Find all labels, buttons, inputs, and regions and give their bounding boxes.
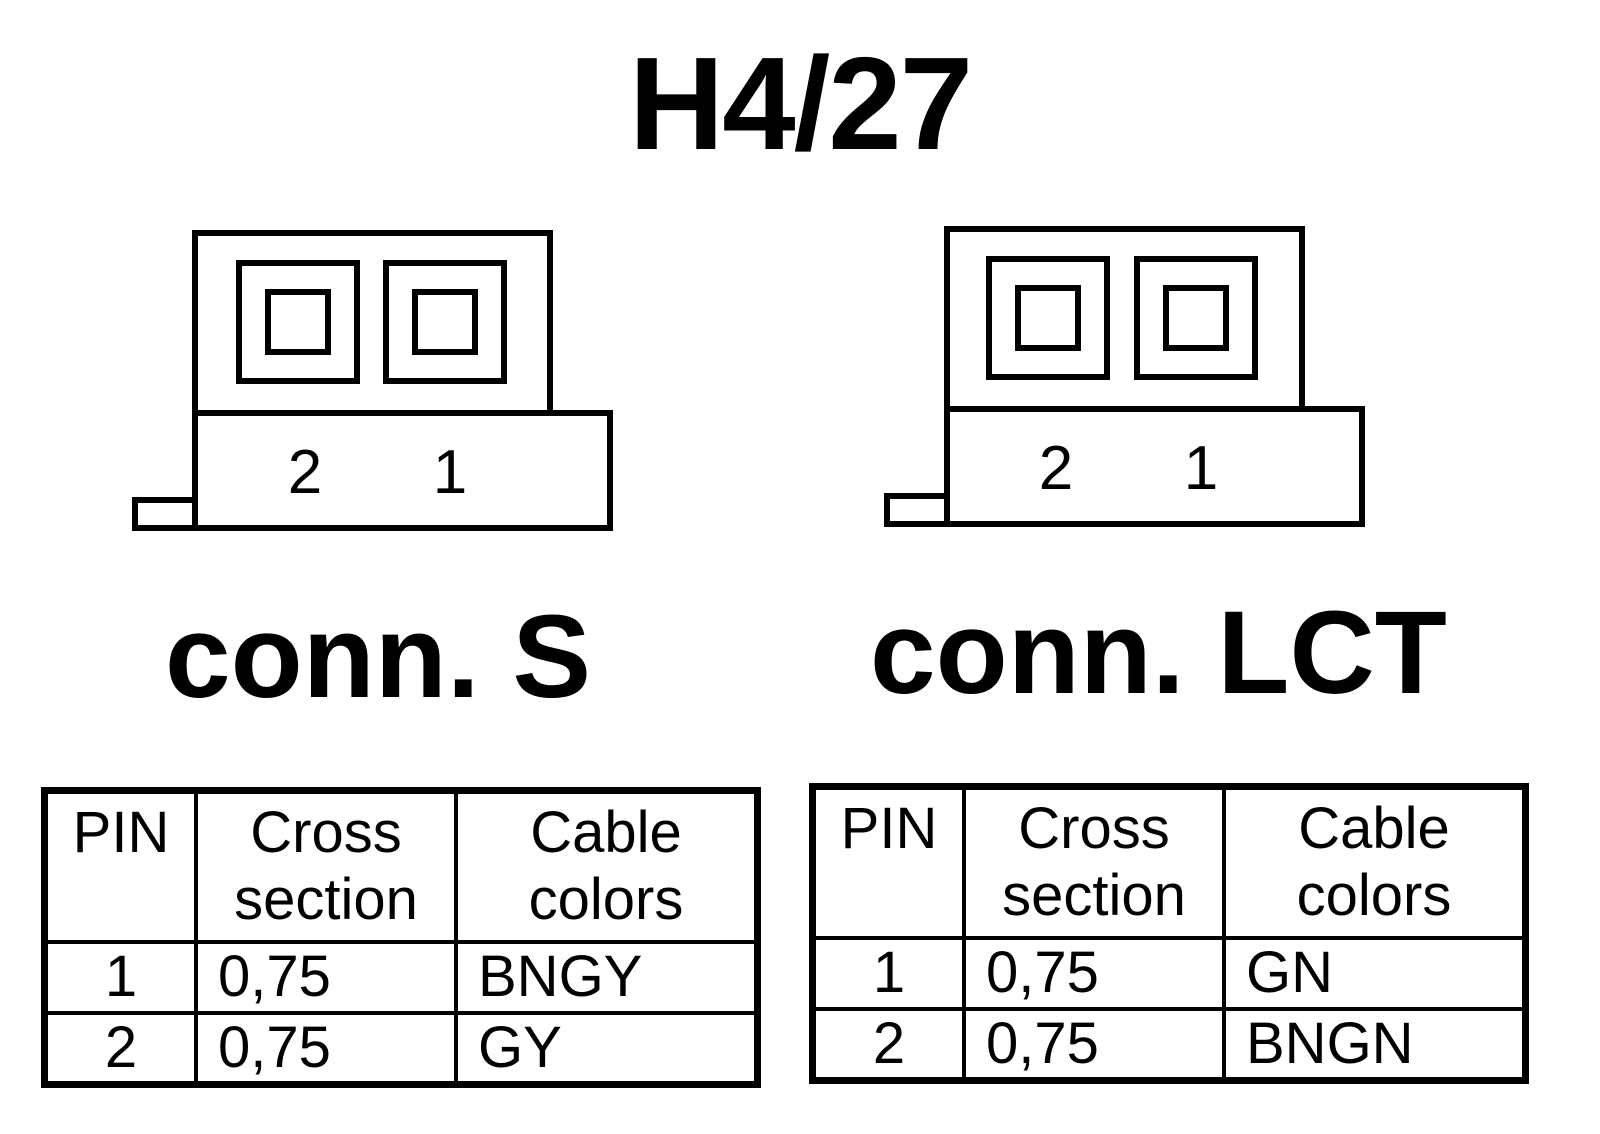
- connector-s-drawing: 2 1: [132, 230, 613, 531]
- connector-s-pin-table: PIN Cross section Cable colors 1 0,75 BN…: [41, 787, 761, 1089]
- cell-pin: 2: [42, 1010, 198, 1087]
- cell-cross-section: 0,75: [194, 940, 458, 1015]
- header-colors-line1: Cable: [530, 800, 682, 865]
- cell-cable-color: BNGN: [1222, 1006, 1528, 1083]
- header-pin: PIN: [810, 784, 966, 940]
- header-colors-line1: Cable: [1298, 796, 1450, 861]
- diagram-title: H4/27: [628, 30, 973, 177]
- table-row: 2 0,75 GY: [42, 1010, 760, 1087]
- cell-cross-section: 0,75: [962, 1006, 1226, 1083]
- connector-s-pin-1-socket-outer: [383, 260, 507, 384]
- connector-s-housing-base: [192, 410, 613, 531]
- table-row: 1 0,75 GN: [810, 936, 1528, 1011]
- header-cable-colors: Cable colors: [1222, 784, 1528, 940]
- connector-s-pin-2-socket-inner: [265, 289, 331, 355]
- header-cross-section: Cross section: [194, 788, 458, 944]
- connector-s-label: conn. S: [165, 591, 592, 723]
- cell-cross-section: 0,75: [962, 936, 1226, 1011]
- table-row: 1 0,75 BNGY: [42, 940, 760, 1015]
- table-header-row: PIN Cross section Cable colors: [42, 788, 760, 944]
- header-colors-line2: colors: [1296, 862, 1452, 928]
- cell-cross-section: 0,75: [194, 1010, 458, 1087]
- connector-lct-pin-number-1: 1: [1184, 434, 1218, 503]
- connector-lct-pin-number-2: 2: [1039, 434, 1073, 503]
- header-cross-line2: section: [234, 866, 418, 932]
- connector-lct-pin-table: PIN Cross section Cable colors 1 0,75 GN…: [809, 783, 1529, 1085]
- header-pin: PIN: [42, 788, 198, 944]
- connector-lct-pin-2-socket-inner: [1015, 285, 1081, 351]
- connector-s-pin-number-1: 1: [433, 438, 467, 507]
- header-cable-colors: Cable colors: [454, 788, 760, 944]
- connector-lct-pin-2-socket-outer: [986, 256, 1110, 380]
- connector-lct-drawing: 2 1: [884, 226, 1365, 527]
- header-cross-line1: Cross: [250, 800, 402, 865]
- connector-lct-housing-base: [944, 406, 1365, 527]
- connector-s-pin-number-2: 2: [288, 438, 322, 507]
- cell-cable-color: GY: [454, 1010, 760, 1087]
- connector-lct-label: conn. LCT: [870, 587, 1447, 719]
- connector-lct-pin-1-socket-outer: [1134, 256, 1258, 380]
- connector-s-pin-1-socket-inner: [412, 289, 478, 355]
- cell-pin: 1: [810, 936, 966, 1011]
- cell-pin: 2: [810, 1006, 966, 1083]
- cell-cable-color: BNGY: [454, 940, 760, 1015]
- connector-lct-latch-tab: [884, 493, 950, 527]
- table-row: 2 0,75 BNGN: [810, 1006, 1528, 1083]
- header-colors-line2: colors: [528, 866, 684, 932]
- cell-cable-color: GN: [1222, 936, 1528, 1011]
- header-cross-line2: section: [1002, 862, 1186, 928]
- cell-pin: 1: [42, 940, 198, 1015]
- header-cross-section: Cross section: [962, 784, 1226, 940]
- connector-lct-pin-1-socket-inner: [1163, 285, 1229, 351]
- connector-s-latch-tab: [132, 497, 198, 531]
- table-header-row: PIN Cross section Cable colors: [810, 784, 1528, 940]
- header-cross-line1: Cross: [1018, 796, 1170, 861]
- connector-s-pin-2-socket-outer: [236, 260, 360, 384]
